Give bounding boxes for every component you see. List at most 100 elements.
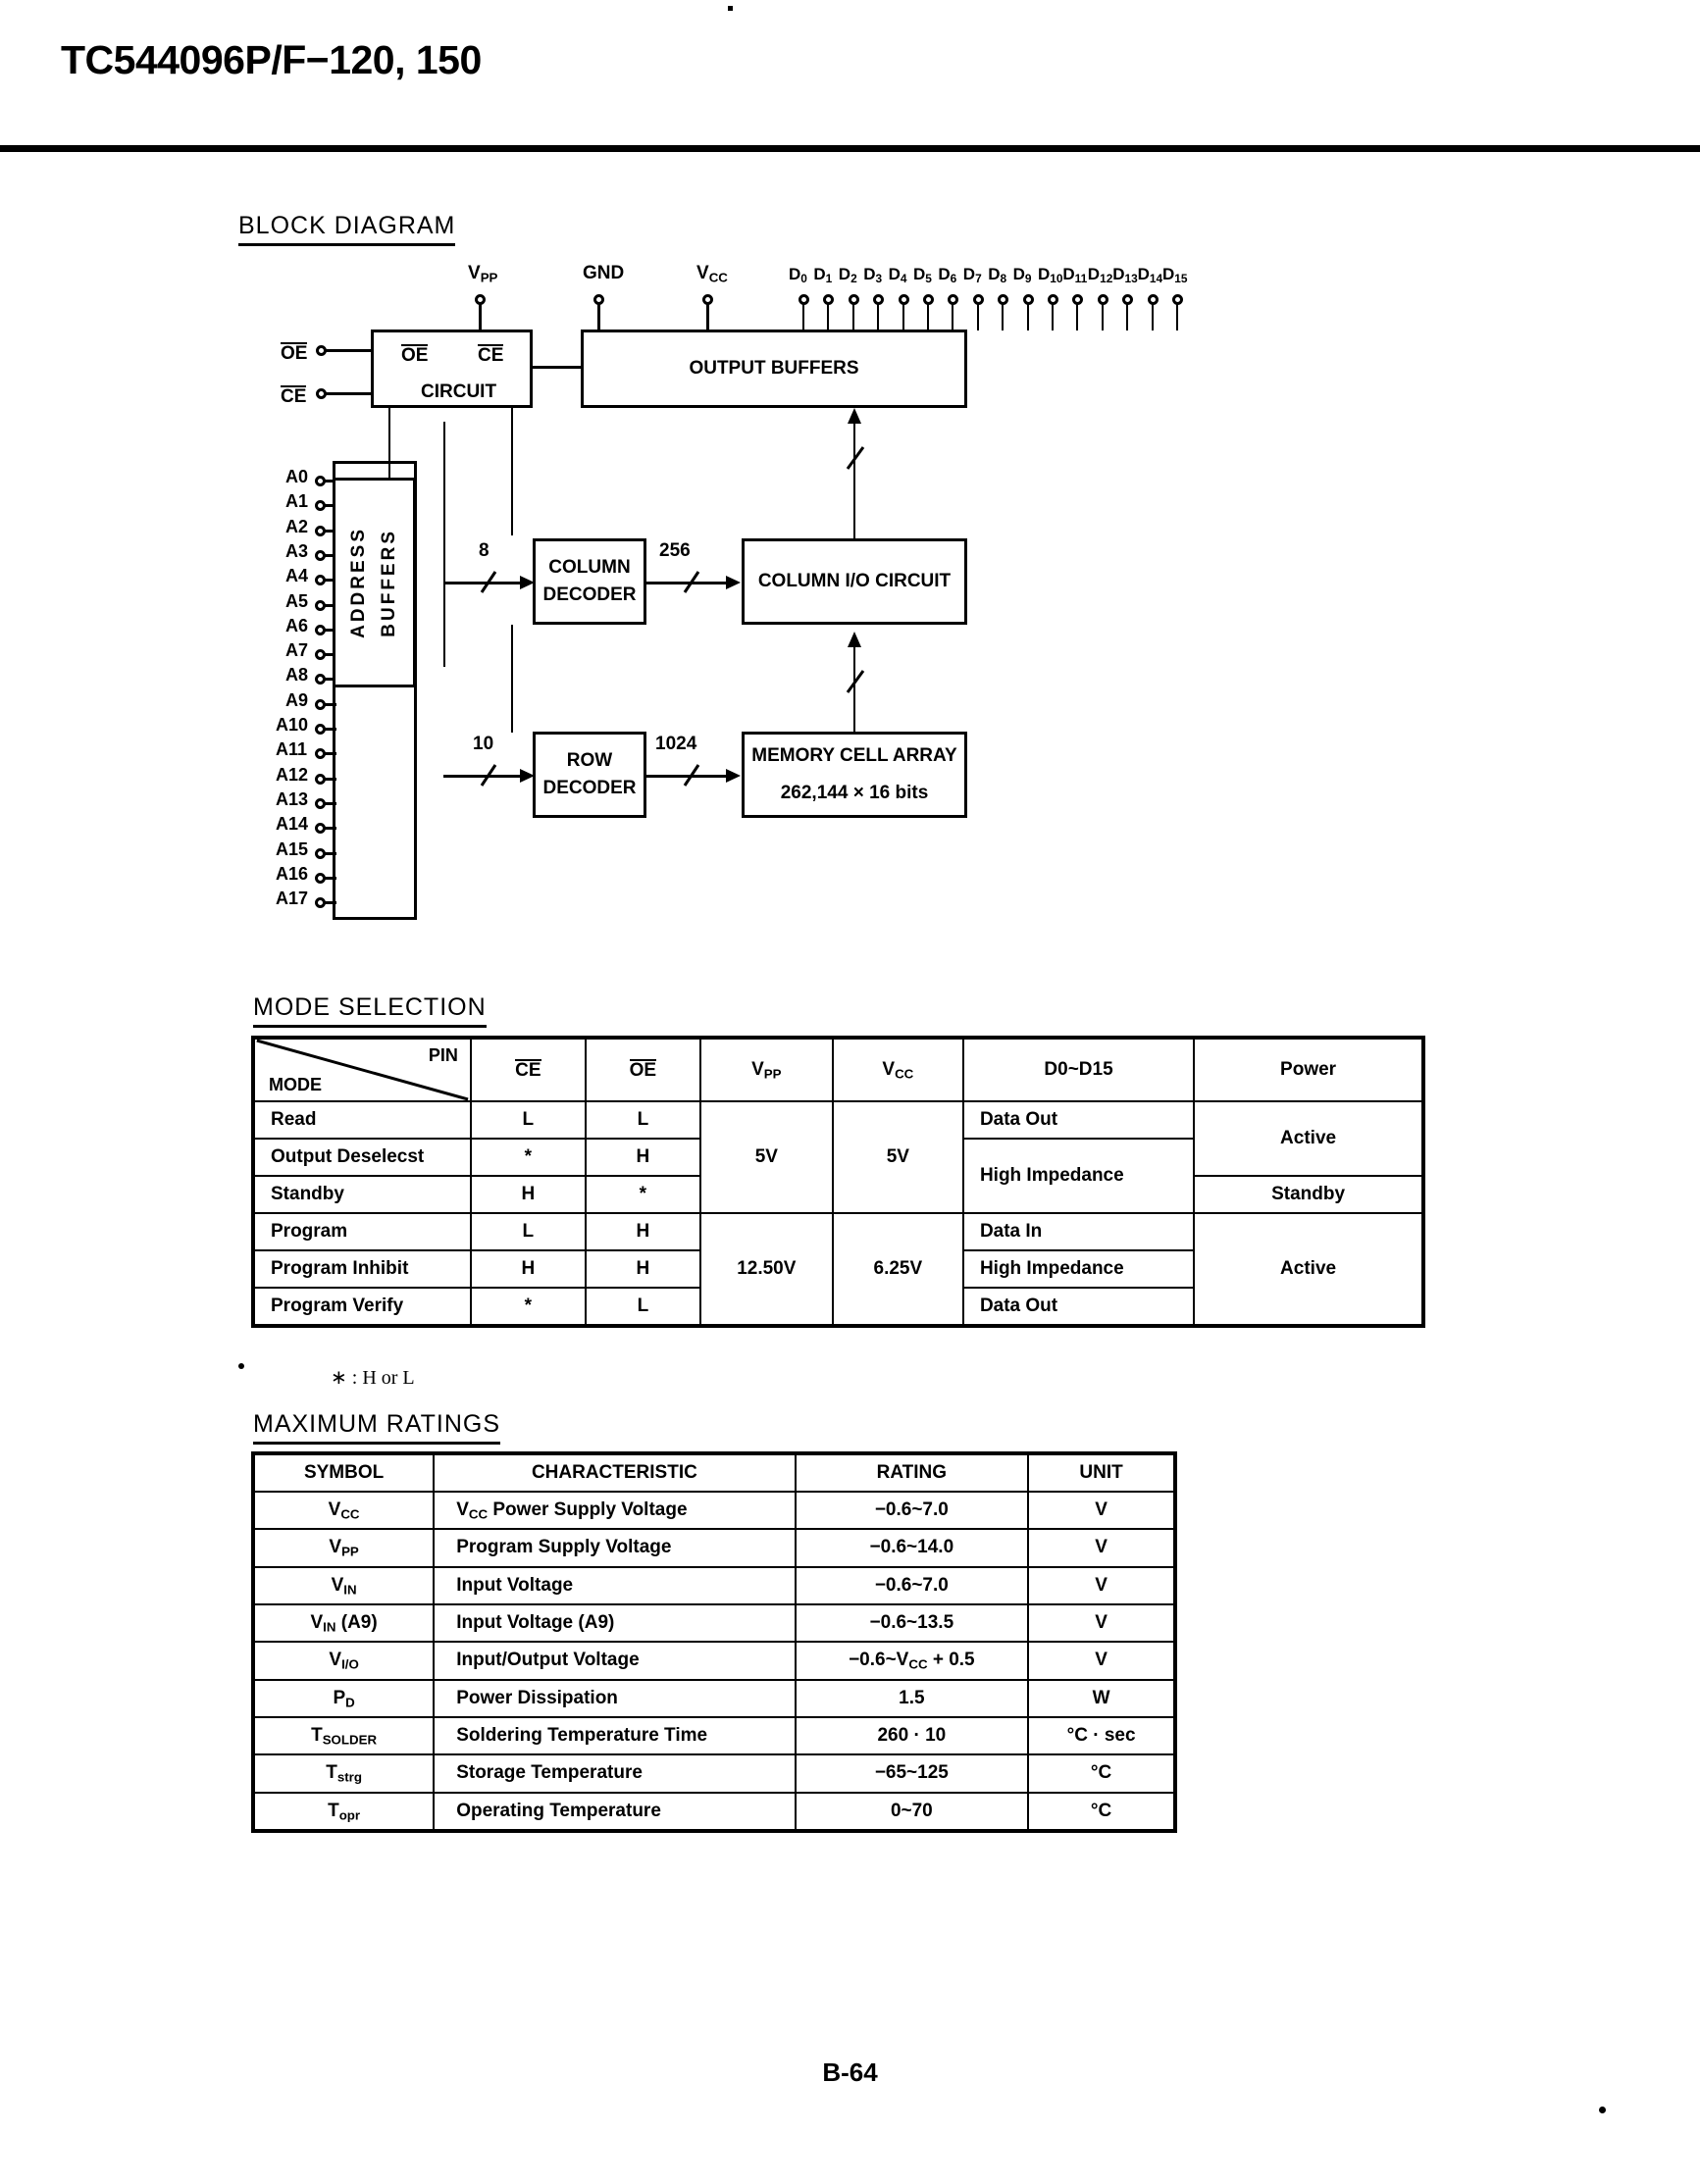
- rating-characteristic: Storage Temperature: [433, 1753, 797, 1794]
- wire-a7: [325, 653, 336, 657]
- rating-characteristic: Input Voltage (A9): [433, 1602, 797, 1644]
- wire-d11: [1076, 304, 1079, 330]
- pin-label-a6: A6: [285, 615, 309, 635]
- mode-name: Program Verify: [253, 1287, 472, 1326]
- col-header-ce: CE: [469, 1038, 587, 1102]
- pin-label-a17: A17: [276, 889, 309, 909]
- mode-name: Program Inhibit: [253, 1249, 472, 1289]
- pin-label-d6: D6: [938, 265, 957, 285]
- mode-data-out-verify: Data Out: [961, 1287, 1196, 1326]
- pin-circle-d11: [1072, 294, 1084, 305]
- mode-ce: H: [469, 1175, 587, 1214]
- pin-circle-d14: [1147, 294, 1159, 305]
- table-row: Program Inhibit H H High Impedance: [253, 1249, 1422, 1289]
- wire-a11: [325, 752, 336, 756]
- maximum-ratings-heading: MAXIMUM RATINGS: [253, 1410, 501, 1445]
- pin-label-a8: A8: [285, 665, 309, 686]
- pin-circle-d4: [898, 294, 909, 305]
- wire-a15: [325, 851, 336, 855]
- mode-data-in: Data In: [961, 1212, 1196, 1251]
- corner-mode-label: MODE: [269, 1075, 322, 1094]
- wire-d15: [1176, 304, 1178, 330]
- pin-label-a10: A10: [276, 715, 309, 735]
- rating-value: 260 · 10: [794, 1715, 1030, 1756]
- rating-symbol: PD: [252, 1678, 436, 1718]
- arrow-column-decoder: [520, 576, 535, 589]
- address-buffers-block: ADDRESS BUFFERS: [333, 478, 416, 687]
- wire-a16: [325, 876, 336, 880]
- pin-label-a16: A16: [276, 863, 309, 884]
- column-decoder-label-2: DECODER: [542, 584, 637, 605]
- mode-oe: *: [584, 1175, 701, 1214]
- pin-label-a14: A14: [276, 814, 309, 835]
- pin-label-d4: D4: [888, 265, 907, 285]
- scan-speck: [728, 6, 733, 11]
- column-decoder-label-1: COLUMN: [548, 556, 631, 578]
- mode-high-impedance-2: High Impedance: [961, 1249, 1196, 1289]
- address-buffers-outline: [333, 461, 417, 921]
- wire-column-decoder-to-io: [646, 582, 727, 584]
- wire-d10: [1052, 304, 1054, 330]
- table-row: VPP Program Supply Voltage −0.6~14.0 V: [252, 1528, 1175, 1568]
- table-row: Standby H * Standby: [253, 1175, 1423, 1214]
- pin-label-d0: D0: [789, 265, 807, 285]
- mode-oe: H: [584, 1138, 701, 1177]
- address-buffers-label-1: ADDRESS: [348, 527, 369, 638]
- pin-circle-d9: [1022, 294, 1034, 305]
- rating-unit: W: [1027, 1678, 1175, 1718]
- pin-label-d10: D10: [1038, 265, 1063, 285]
- wire-control-to-output: [531, 366, 583, 369]
- pin-circle-a8: [315, 674, 326, 686]
- bus-slash-10: [480, 764, 497, 787]
- bus-width-10: 10: [473, 734, 494, 754]
- bus-slash-io-array: [846, 670, 865, 693]
- pin-circle-a7: [315, 649, 326, 661]
- pin-label-a12: A12: [276, 764, 309, 785]
- row-decoder-label-1: ROW: [566, 749, 613, 771]
- pin-label-vcc: VCC: [696, 263, 728, 285]
- rating-value: −0.6~13.5: [794, 1602, 1030, 1644]
- bus-width-1024: 1024: [655, 734, 697, 754]
- wire-d5: [927, 304, 929, 330]
- pin-label-a1: A1: [285, 491, 309, 512]
- page-footer: B-64: [822, 2057, 878, 2087]
- pin-circle-d1: [823, 294, 835, 305]
- col-header-data: D0~D15: [961, 1038, 1196, 1102]
- col-header-power: Power: [1193, 1038, 1423, 1102]
- pin-label-d15: D15: [1162, 265, 1188, 285]
- table-row: Tstrg Storage Temperature −65~125 °C: [252, 1753, 1175, 1794]
- wire-control-to-address: [388, 406, 390, 530]
- wire-d1: [827, 304, 830, 330]
- pin-label-d8: D8: [988, 265, 1007, 285]
- rating-unit: °C · sec: [1027, 1715, 1175, 1756]
- output-buffers-label: OUTPUT BUFFERS: [689, 357, 859, 379]
- mode-ce: *: [469, 1287, 587, 1326]
- pin-circle-a4: [315, 575, 326, 586]
- wire-d14: [1151, 304, 1154, 330]
- wire-a13: [325, 801, 336, 805]
- bus-slash-256: [683, 571, 700, 593]
- pin-circle-a12: [315, 773, 326, 785]
- rating-unit: V: [1027, 1602, 1175, 1644]
- rating-symbol: TSOLDER: [252, 1715, 436, 1756]
- col-header-unit: UNIT: [1027, 1453, 1175, 1493]
- rating-symbol: Tstrg: [252, 1753, 436, 1794]
- wire-d6: [952, 304, 954, 330]
- pin-circle-d10: [1048, 294, 1058, 305]
- wire-d0: [802, 304, 804, 330]
- column-decoder-block: COLUMN DECODER: [533, 538, 646, 625]
- rating-value: −0.6~VCC + 0.5: [794, 1641, 1030, 1681]
- pin-label-a7: A7: [285, 640, 309, 661]
- pin-circle-a15: [315, 847, 326, 859]
- pin-circle-a17: [315, 897, 326, 909]
- wire-a8: [325, 678, 336, 682]
- rating-value: 1.5: [794, 1678, 1030, 1718]
- arrow-row-decoder: [520, 769, 535, 783]
- pin-circle-ce: [316, 388, 327, 399]
- mode-power-active-2: Active: [1193, 1212, 1423, 1326]
- pin-label-d1: D1: [813, 265, 833, 285]
- rating-unit: V: [1027, 1528, 1175, 1568]
- pin-circle-vcc: [702, 294, 713, 305]
- diagonal-divider-icon: [255, 1040, 470, 1100]
- bus-slash-8: [480, 571, 497, 593]
